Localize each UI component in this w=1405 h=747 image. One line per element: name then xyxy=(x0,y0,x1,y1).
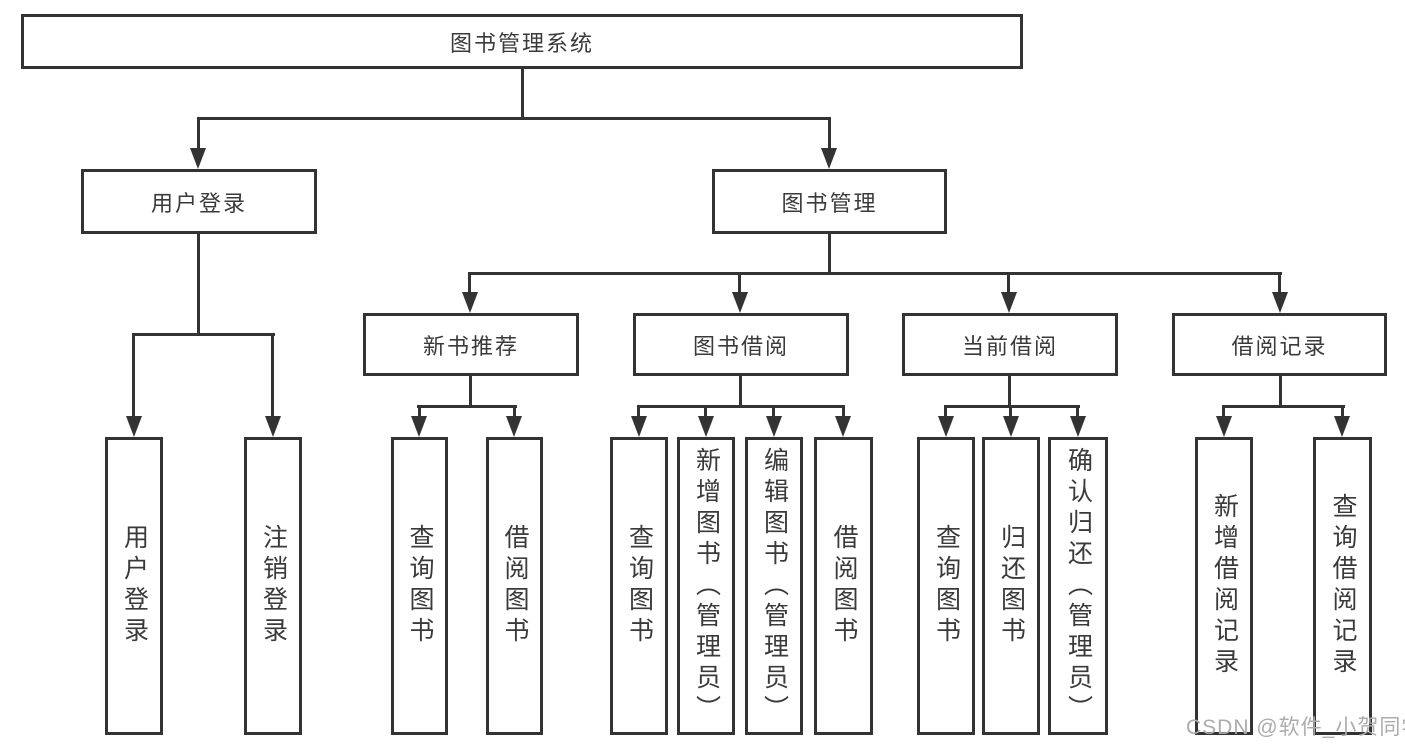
connector-stem xyxy=(739,376,742,408)
arrow-down-icon xyxy=(1334,416,1350,437)
leaf-borrow-books: 借阅图书 xyxy=(486,437,543,735)
node-label: 借阅记录 xyxy=(1231,333,1328,359)
connector-level3-branch xyxy=(468,272,1282,275)
node-current-borrow: 当前借阅 xyxy=(902,313,1118,376)
leaf-label: 查询借阅记录 xyxy=(1329,493,1357,679)
leaf-confirm-return-admin: 确认归还（管理员） xyxy=(1048,437,1108,735)
connector-drop-leaf xyxy=(704,405,707,419)
node-label: 用户登录 xyxy=(150,190,247,216)
connector-drop-user-login xyxy=(197,117,200,151)
arrow-down-icon xyxy=(265,416,281,437)
connector-drop-leaf xyxy=(842,405,845,419)
arrow-down-icon xyxy=(835,416,851,437)
leaf-label: 归还图书 xyxy=(997,524,1026,648)
leaf-label: 查询图书 xyxy=(932,524,961,648)
connector-drop-leaf xyxy=(132,333,135,418)
connector-stem xyxy=(469,376,472,408)
leaf-search-borrow-record: 查询借阅记录 xyxy=(1313,437,1372,735)
connector-branch xyxy=(417,405,517,408)
connector-drop-leaf xyxy=(1341,405,1344,419)
node-label: 新书推荐 xyxy=(422,333,519,359)
arrow-down-icon xyxy=(190,148,206,169)
node-root-label: 图书管理系统 xyxy=(449,30,594,56)
leaf-search-books: 查询图书 xyxy=(917,437,975,735)
leaf-search-books: 查询图书 xyxy=(391,437,448,735)
node-label: 图书借阅 xyxy=(692,333,789,359)
connector-drop-leaf xyxy=(1009,405,1012,419)
connector-drop-level3 xyxy=(468,272,471,294)
arrow-down-icon xyxy=(1070,416,1086,437)
arrow-down-icon xyxy=(1001,292,1017,313)
leaf-label: 用户登录 xyxy=(120,524,149,648)
arrow-down-icon xyxy=(938,416,954,437)
connector-root-stem xyxy=(521,69,524,120)
connector-user-stem xyxy=(197,234,200,336)
arrow-down-icon xyxy=(631,416,647,437)
connector-drop-leaf xyxy=(271,333,274,418)
arrow-down-icon xyxy=(506,416,522,437)
leaf-label: 借阅图书 xyxy=(501,524,529,648)
node-user-login: 用户登录 xyxy=(81,169,317,234)
node-borrow-record: 借阅记录 xyxy=(1172,313,1387,376)
arrow-down-icon xyxy=(732,292,748,313)
connector-drop-level3 xyxy=(1007,272,1010,294)
csdn-watermark: CSDN @软件_小贺同学 xyxy=(1186,716,1405,739)
connector-stem xyxy=(1279,376,1282,408)
leaf-label: 编辑图书（管理员） xyxy=(760,446,789,726)
node-label: 图书管理 xyxy=(781,190,878,216)
connector-drop-leaf xyxy=(418,405,421,419)
leaf-label: 查询图书 xyxy=(625,524,654,648)
connector-level1-branch xyxy=(197,117,831,120)
connector-drop-leaf xyxy=(637,405,640,419)
arrow-down-icon xyxy=(821,148,837,169)
leaf-label: 注销登录 xyxy=(259,524,288,648)
leaf-add-books-admin: 新增图书（管理员） xyxy=(677,437,735,735)
leaf-label: 新增图书（管理员） xyxy=(692,446,721,726)
leaf-label: 查询图书 xyxy=(406,524,434,648)
connector-drop-leaf xyxy=(513,405,516,419)
node-book-borrow: 图书借阅 xyxy=(633,313,849,376)
node-root-system: 图书管理系统 xyxy=(21,14,1023,69)
node-book-management: 图书管理 xyxy=(712,169,947,234)
connector-branch xyxy=(637,405,844,408)
connector-drop-level3 xyxy=(1278,272,1281,294)
arrow-down-icon xyxy=(411,416,427,437)
arrow-down-icon xyxy=(462,292,478,313)
connector-drop-leaf xyxy=(1076,405,1079,419)
connector-branch xyxy=(1222,405,1345,408)
arrow-down-icon xyxy=(1216,416,1232,437)
connector-user-branch xyxy=(132,333,275,336)
connector-stem xyxy=(1008,376,1011,408)
leaf-label: 确认归还（管理员） xyxy=(1064,446,1093,726)
arrow-down-icon xyxy=(698,416,714,437)
node-new-book-recommend: 新书推荐 xyxy=(363,313,579,376)
arrow-down-icon xyxy=(1272,292,1288,313)
connector-branch xyxy=(944,405,1080,408)
arrow-down-icon xyxy=(766,416,782,437)
connector-mgmt-stem xyxy=(828,234,831,275)
arrow-down-icon xyxy=(1003,416,1019,437)
leaf-logout: 注销登录 xyxy=(244,437,302,735)
connector-drop-level3 xyxy=(738,272,741,294)
leaf-return-books: 归还图书 xyxy=(982,437,1040,735)
node-label: 当前借阅 xyxy=(961,333,1058,359)
leaf-label: 新增借阅记录 xyxy=(1210,493,1239,679)
leaf-search-books: 查询图书 xyxy=(610,437,668,735)
leaf-add-borrow-record: 新增借阅记录 xyxy=(1195,437,1253,735)
connector-drop-leaf xyxy=(772,405,775,419)
leaf-user-login: 用户登录 xyxy=(105,437,163,735)
leaf-label: 借阅图书 xyxy=(830,524,858,648)
connector-drop-leaf xyxy=(1222,405,1225,419)
leaf-edit-books-admin: 编辑图书（管理员） xyxy=(745,437,803,735)
arrow-down-icon xyxy=(126,416,142,437)
leaf-borrow-books: 借阅图书 xyxy=(814,437,873,735)
connector-drop-book-management xyxy=(828,117,831,151)
connector-drop-leaf xyxy=(944,405,947,419)
